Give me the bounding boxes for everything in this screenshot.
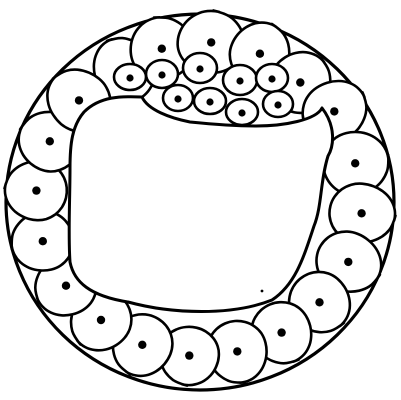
cell-nucleus: [238, 109, 246, 117]
cell-nucleus: [351, 159, 360, 168]
cell-nucleus: [196, 65, 204, 73]
cell-nucleus: [157, 44, 166, 53]
cell-nucleus: [330, 107, 339, 116]
cell-nucleus: [315, 298, 324, 307]
cell-nucleus: [174, 95, 182, 103]
cell-nucleus: [158, 71, 166, 79]
cell-nucleus: [61, 281, 71, 290]
cell-nucleus: [357, 209, 366, 218]
cell-nucleus: [296, 78, 305, 87]
cell-nucleus: [206, 98, 214, 106]
cell-nucleus: [32, 186, 41, 195]
cell-nucleus: [274, 101, 282, 109]
cell-nucleus: [344, 257, 353, 267]
blastocoel-cavity: [67, 95, 334, 313]
cell-nucleus: [38, 237, 47, 246]
cell-nucleus: [255, 49, 265, 58]
cell-nucleus: [268, 75, 276, 83]
cell-nucleus: [96, 315, 106, 325]
cell-nucleus: [236, 77, 244, 85]
cell-nucleus: [233, 347, 242, 356]
interior-speck: [260, 289, 264, 293]
cell-layer: [3, 9, 397, 387]
cell-nucleus: [126, 74, 134, 82]
cell-nucleus: [207, 38, 216, 47]
cell-nucleus: [185, 351, 194, 360]
cell-nucleus: [138, 340, 147, 349]
cell-nucleus: [74, 96, 84, 105]
cell-nucleus: [45, 137, 54, 146]
cell-nucleus: [277, 328, 286, 337]
